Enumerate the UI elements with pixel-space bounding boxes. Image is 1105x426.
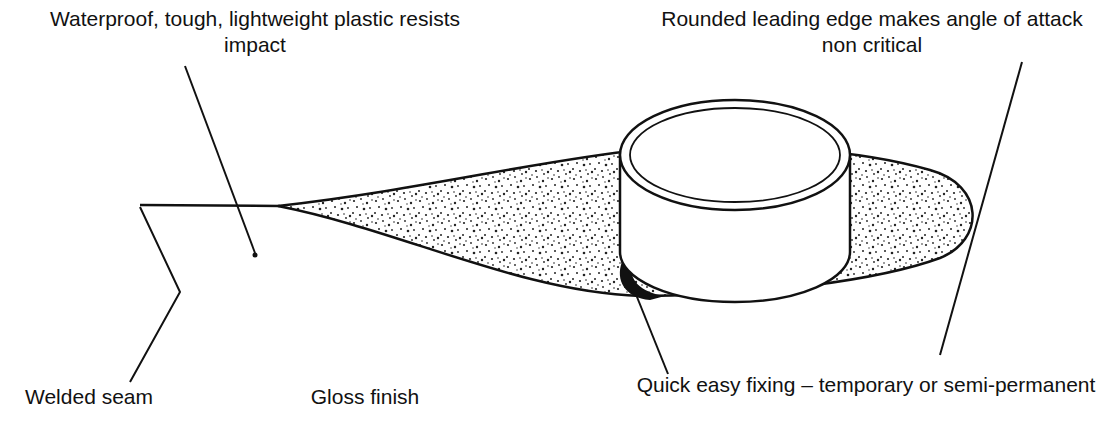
cylinder-top <box>620 100 850 210</box>
welded-seam <box>140 205 280 206</box>
callout-label: Quick easy fixing – temporary or semi-pe… <box>631 372 1101 398</box>
callout-label: Rounded leading edge makes angle of atta… <box>652 6 1092 58</box>
leader-line <box>185 66 255 253</box>
leader-line <box>635 292 668 374</box>
leader-line <box>130 207 180 382</box>
leader-dot <box>253 253 258 258</box>
leader-line <box>940 62 1022 355</box>
callout-label: Gloss finish <box>280 384 450 410</box>
callout-label: Waterproof, tough, lightweight plastic r… <box>20 6 490 58</box>
callout-label: Welded seam <box>4 384 174 410</box>
cylinder-rim <box>630 108 840 202</box>
